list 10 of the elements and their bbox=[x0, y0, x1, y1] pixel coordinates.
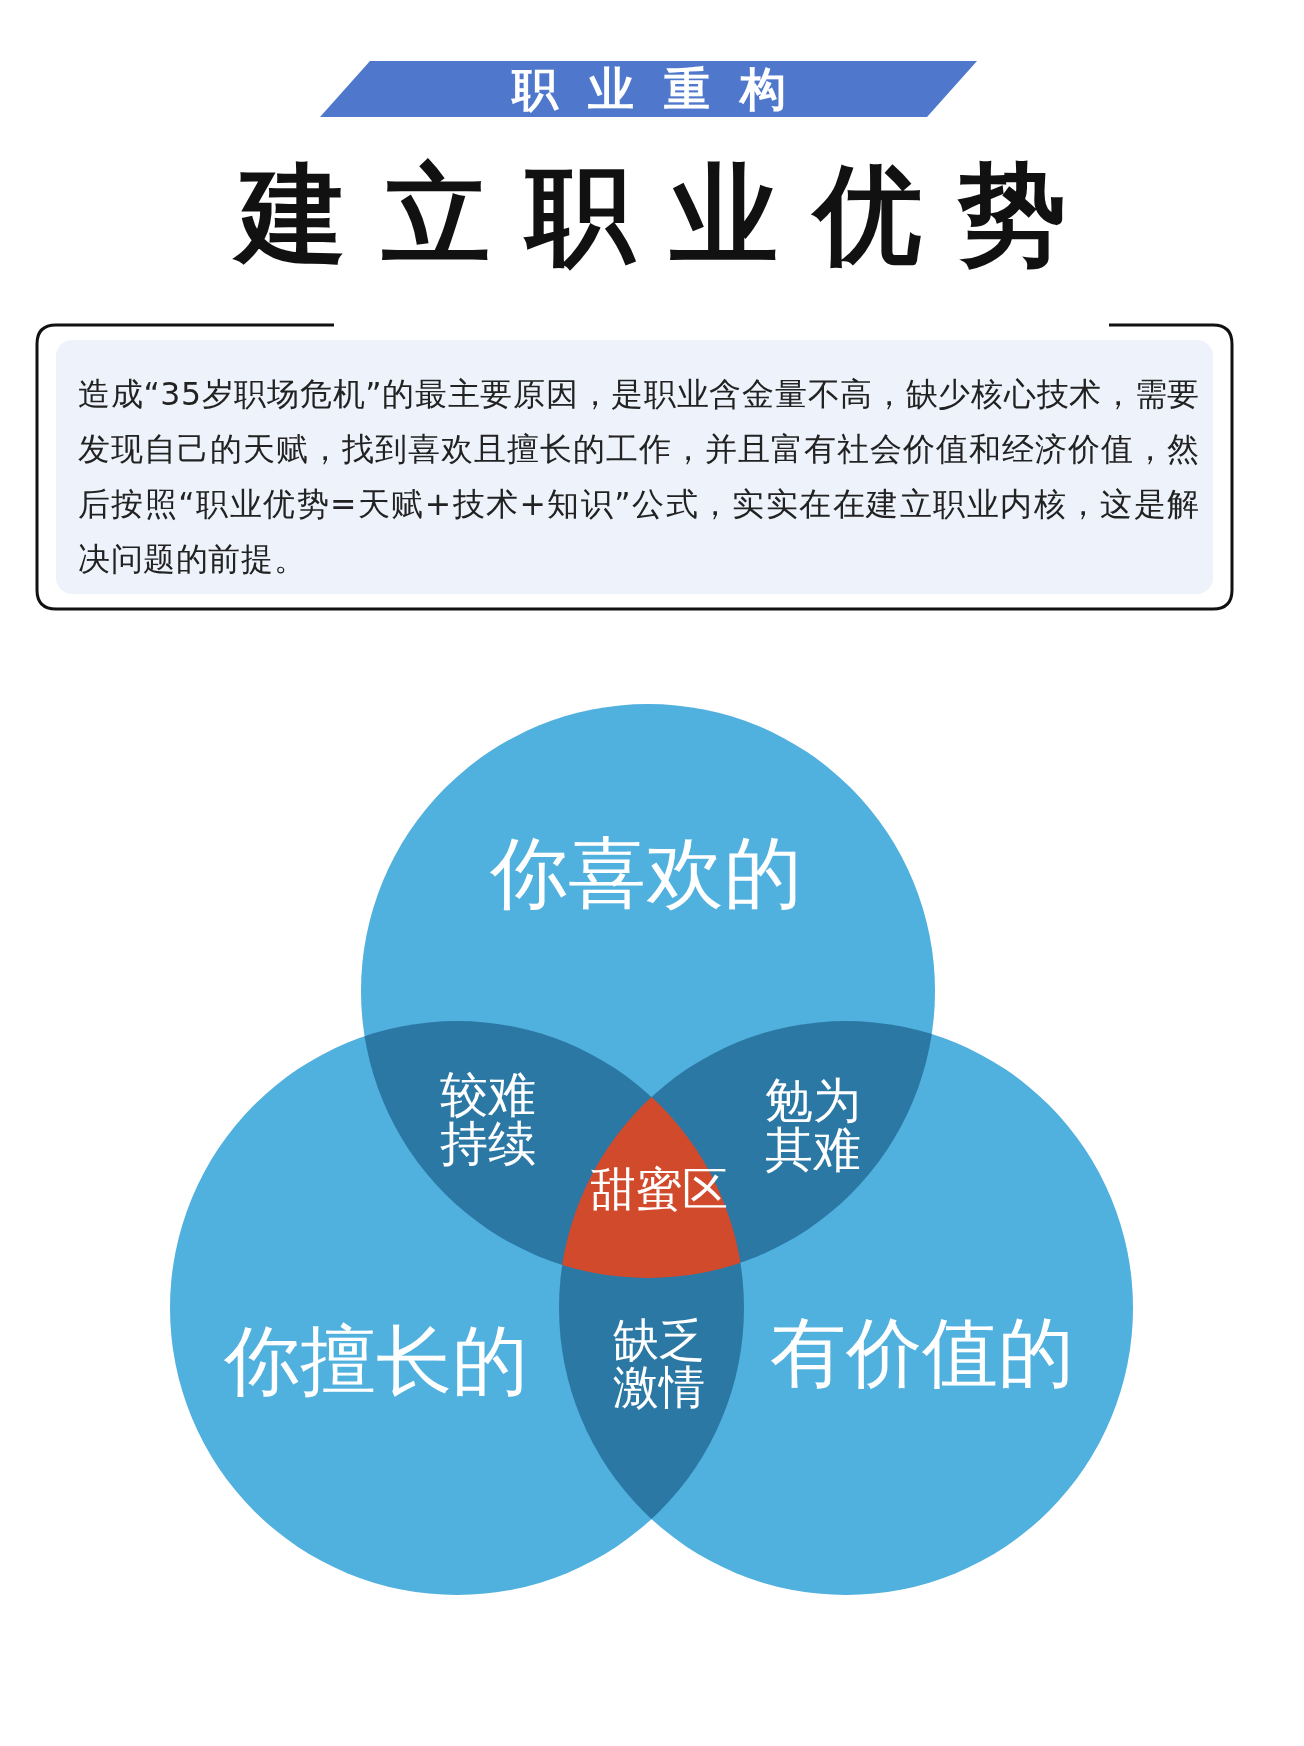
title-banner: 职业重构 bbox=[320, 61, 977, 117]
region-label: 你擅长的 bbox=[224, 1321, 528, 1401]
text-card bbox=[34, 322, 1235, 612]
region-label: 勉为其难 bbox=[764, 1076, 862, 1174]
description-paragraph: 造成“35岁职场危机”的最主要原因，是职业含金量不高，缺少核心技术，需要发现自己的天赋，找到喜欢且擅长的工作，并且富有社会价值和经济价值，然后按照“职业优势=天赋+技术+知识”公式，实实在在建立职业内核，这是解决问题的前提。 bbox=[78, 375, 1200, 579]
region-label: 较难持续 bbox=[439, 1070, 537, 1168]
region-label: 你喜欢的 bbox=[490, 833, 802, 915]
main-title: 建立职业优势 bbox=[0, 155, 1304, 274]
region-label: 缺乏激情 bbox=[612, 1317, 706, 1411]
region-label: 有价值的 bbox=[770, 1313, 1074, 1393]
